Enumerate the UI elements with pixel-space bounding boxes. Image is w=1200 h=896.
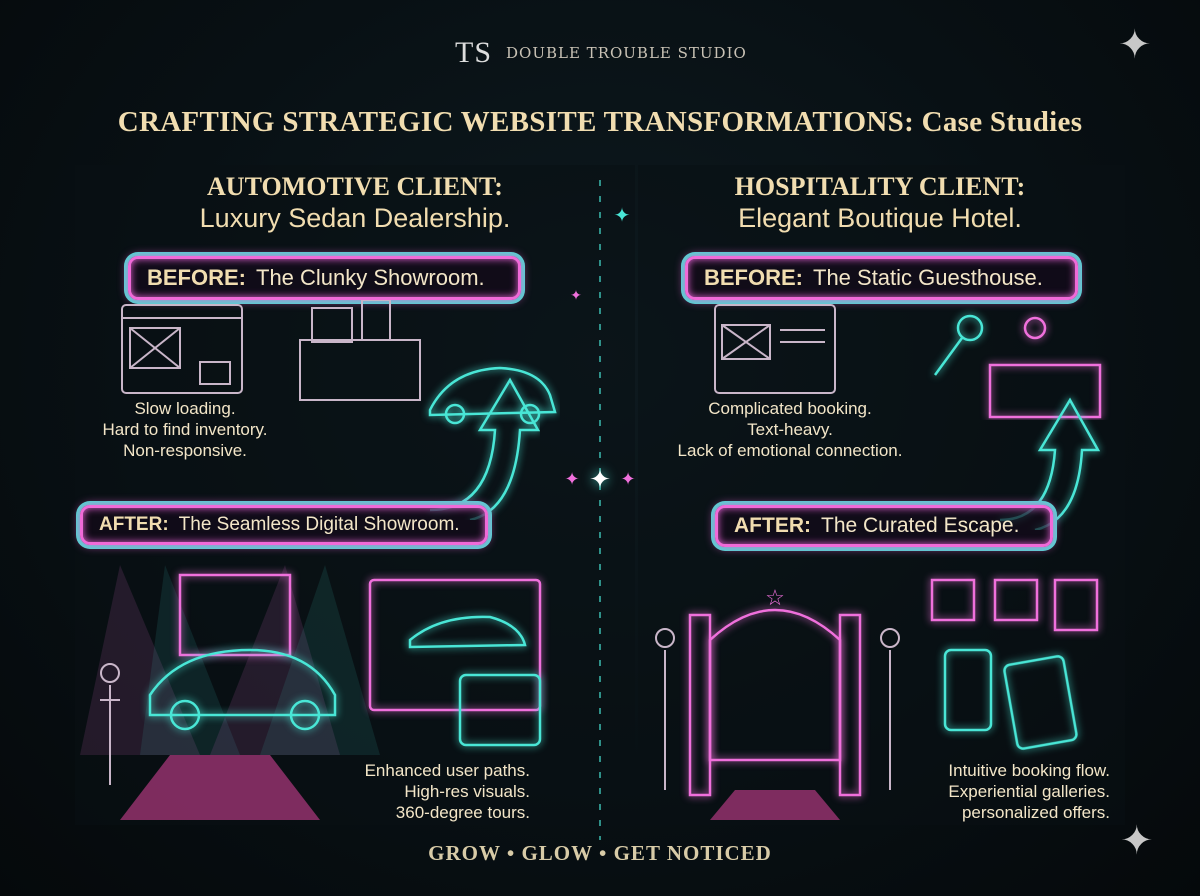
arrow-up-icon [429, 377, 540, 520]
automotive-heading: AUTOMOTIVE CLIENT: [207, 172, 503, 201]
point: Text-heavy. [747, 420, 833, 439]
page-title: CRAFTING STRATEGIC WEBSITE TRANSFORMATIO… [117, 106, 1083, 138]
point: Non-responsive. [123, 441, 247, 460]
point: High-res visuals. [404, 782, 530, 801]
svg-text:✦: ✦ [620, 469, 635, 489]
hospitality-subheading: Elegant Boutique Hotel. [738, 203, 1022, 233]
before-title: The Static Guesthouse. [813, 265, 1043, 290]
curated-escape-illustration: ☆ [655, 578, 1099, 820]
clunky-showroom-illustration [121, 300, 557, 425]
before-title: The Clunky Showroom. [256, 265, 485, 290]
static-guesthouse-illustration [714, 304, 1102, 419]
svg-text:✦: ✦ [589, 464, 611, 494]
automotive-before-points: Slow loading. Hard to find inventory. No… [100, 398, 270, 461]
point: Enhanced user paths. [364, 761, 530, 780]
automotive-after-label: AFTER: The Seamless Digital Showroom. [80, 505, 488, 545]
point: Experiential galleries. [948, 782, 1110, 801]
svg-text:✦: ✦ [564, 469, 579, 489]
hospitality-after-points: Intuitive booking flow. Experiential gal… [900, 760, 1110, 823]
automotive-subheading: Luxury Sedan Dealership. [199, 203, 511, 233]
after-tag: AFTER: [99, 514, 169, 535]
after-title: The Seamless Digital Showroom. [178, 514, 460, 535]
point: Hard to find inventory. [102, 420, 268, 439]
point: personalized offers. [961, 803, 1110, 822]
svg-text:✦: ✦ [614, 205, 631, 227]
before-tag: BEFORE: [147, 265, 246, 290]
sparkle-icon: ✦ [1118, 23, 1152, 67]
automotive-before-label: BEFORE: The Clunky Showroom. [128, 256, 521, 300]
logo-mark: TS [455, 36, 493, 69]
point: Lack of emotional connection. [677, 441, 903, 460]
digital-showroom-illustration [80, 565, 542, 820]
hospitality-after-label: AFTER: The Curated Escape. [715, 505, 1053, 547]
svg-text:✦: ✦ [570, 287, 582, 303]
point: Complicated booking. [708, 399, 872, 418]
after-tag: AFTER: [734, 514, 811, 537]
brand-name: DOUBLE TROUBLE STUDIO [506, 44, 747, 62]
point: 360-degree tours. [395, 803, 530, 822]
before-tag: BEFORE: [704, 265, 803, 290]
brand-logo: TS DOUBLE TROUBLE STUDIO [455, 38, 747, 68]
sparkle-icon: ✦ [1120, 819, 1154, 863]
hospitality-heading: HOSPITALITY CLIENT: [734, 172, 1026, 201]
center-divider: ✦ ✦ ✦ ✦ ✦ [564, 180, 636, 840]
point: Intuitive booking flow. [948, 761, 1110, 780]
hospitality-before-points: Complicated booking. Text-heavy. Lack of… [640, 398, 940, 461]
hospitality-before-label: BEFORE: The Static Guesthouse. [685, 256, 1078, 300]
after-title: The Curated Escape. [821, 514, 1020, 537]
footer-tagline: GROW • GLOW • GET NOTICED [428, 841, 772, 865]
automotive-after-points: Enhanced user paths. High-res visuals. 3… [340, 760, 530, 823]
point: Slow loading. [134, 399, 236, 418]
svg-text:☆: ☆ [765, 585, 785, 610]
